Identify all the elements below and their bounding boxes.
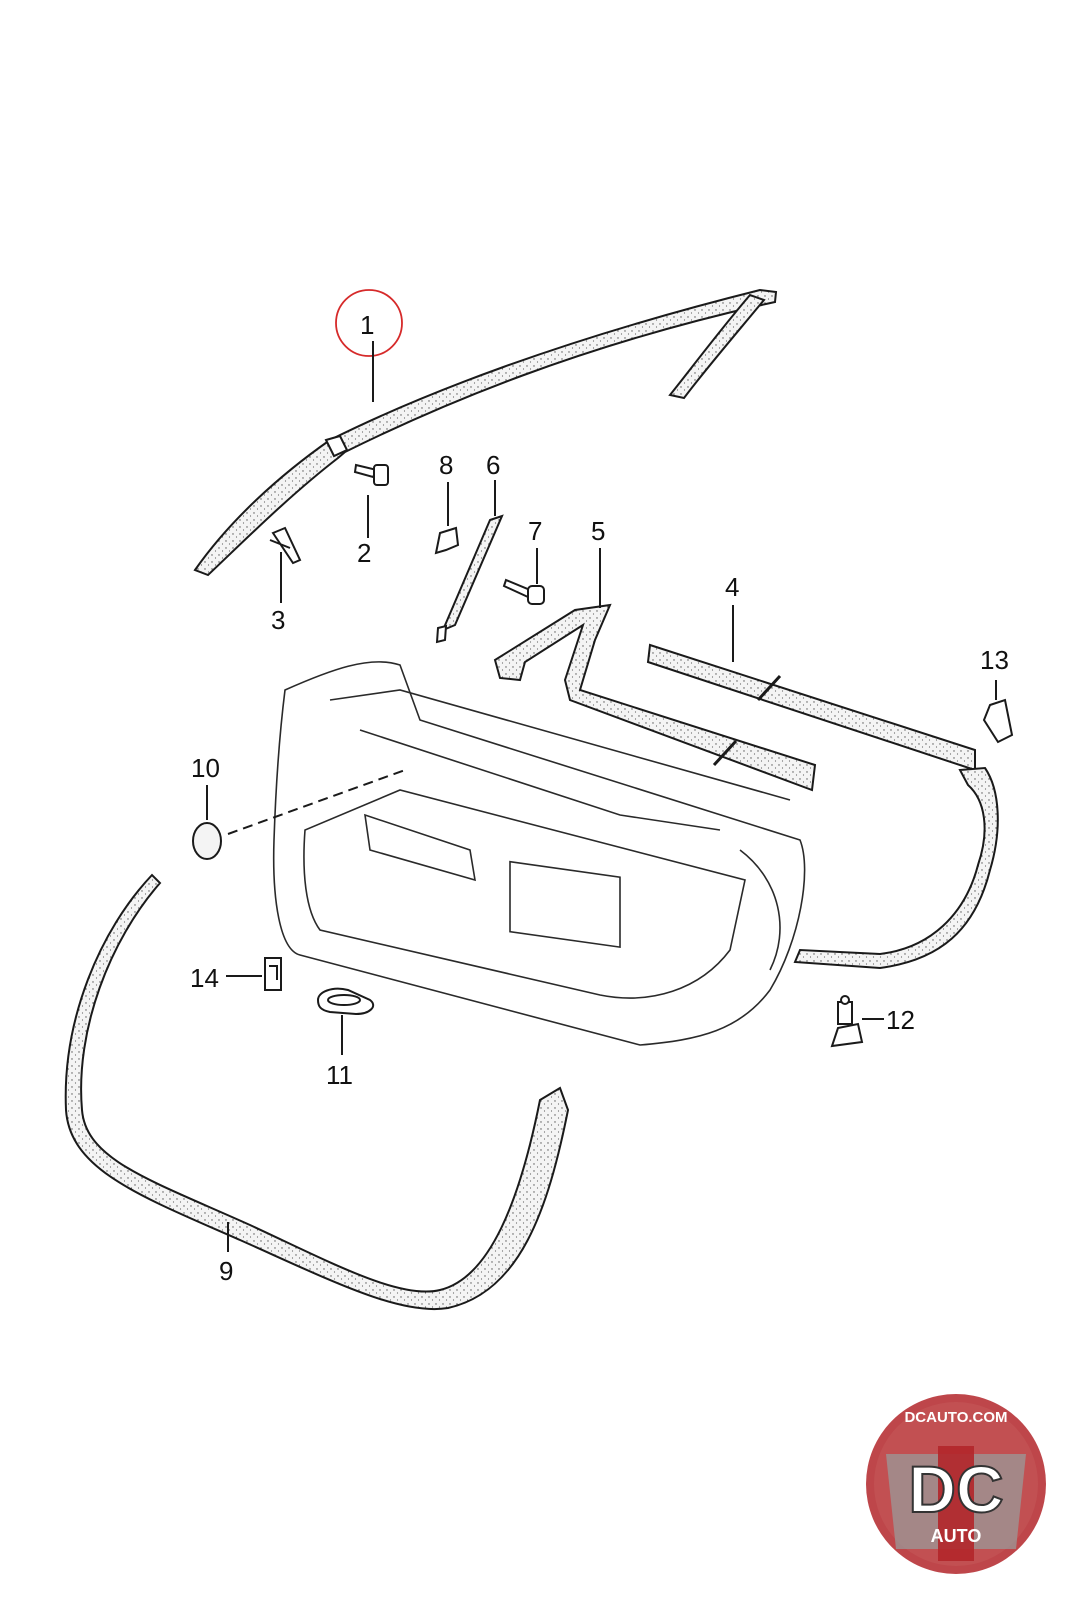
part-14-clip bbox=[226, 957, 282, 991]
dcauto-logo: DCAUTO.COM DC AUTO bbox=[866, 1384, 1046, 1584]
callout-7: 7 bbox=[528, 516, 543, 546]
callout-14: 14 bbox=[190, 963, 219, 993]
callout-3: 3 bbox=[271, 605, 286, 635]
part-1-upper-seal bbox=[193, 288, 778, 577]
callout-1-highlight-ring bbox=[335, 289, 403, 357]
part-13-clip bbox=[982, 680, 1014, 744]
callout-4: 4 bbox=[725, 572, 740, 602]
dcauto-logo-svg: DCAUTO.COM DC AUTO bbox=[866, 1394, 1046, 1574]
logo-dc-text: DC bbox=[908, 1452, 1003, 1526]
callout-12: 12 bbox=[886, 1005, 915, 1035]
part-9-lower-seal bbox=[64, 873, 570, 1311]
callout-8: 8 bbox=[439, 450, 454, 480]
part-11-grommet bbox=[316, 987, 375, 1055]
part-7-screw bbox=[502, 548, 545, 605]
callout-6: 6 bbox=[486, 450, 501, 480]
callout-1: 1 bbox=[360, 310, 375, 340]
logo-auto-text: AUTO bbox=[931, 1526, 982, 1546]
callout-13: 13 bbox=[980, 645, 1009, 675]
part-10-plug bbox=[192, 769, 406, 860]
part-3-clip bbox=[269, 526, 302, 603]
callout-5: 5 bbox=[591, 516, 606, 546]
callout-10: 10 bbox=[191, 753, 220, 783]
part-6-strip bbox=[435, 480, 504, 644]
part-4-rear-seal bbox=[793, 766, 999, 970]
callout-9: 9 bbox=[219, 1256, 234, 1286]
part-2-bolt bbox=[353, 463, 389, 538]
part-8-clip bbox=[434, 482, 460, 555]
callout-11: 11 bbox=[326, 1060, 353, 1090]
logo-domain-text: DCAUTO.COM bbox=[904, 1409, 1007, 1426]
part-12-clip bbox=[830, 995, 884, 1048]
door-shell bbox=[272, 661, 806, 1046]
callout-2: 2 bbox=[357, 538, 372, 568]
part-5-inner-seal bbox=[493, 548, 817, 792]
